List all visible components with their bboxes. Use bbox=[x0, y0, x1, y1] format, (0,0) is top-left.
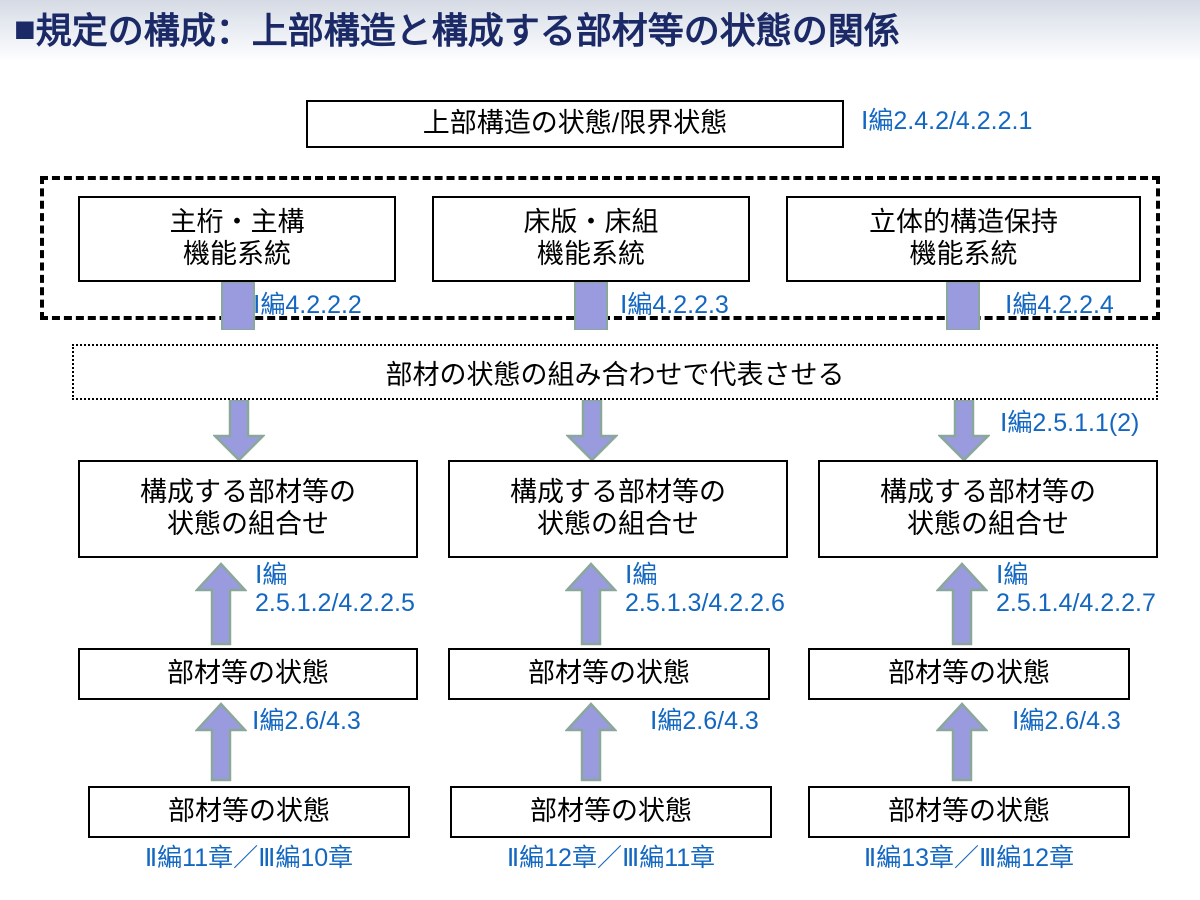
slide-header: ■規定の構成：上部構造と構成する部材等の状態の関係 bbox=[0, 0, 1200, 62]
arrow-up-combination-right bbox=[936, 562, 988, 646]
box-member-state-bottom-left: 部材等の状態 bbox=[88, 786, 410, 838]
box-member-state-mid-middle: 部材等の状態 bbox=[448, 648, 770, 700]
arrow-down-left bbox=[213, 400, 265, 462]
box-superstructure-state: 上部構造の状態/限界状態 bbox=[306, 100, 844, 148]
box-function-system-3d-structure: 立体的構造保持 機能系統 bbox=[786, 196, 1141, 282]
box-member-state-bottom-middle: 部材等の状態 bbox=[450, 786, 772, 838]
reference-system-middle: Ⅰ編4.2.2.3 bbox=[620, 291, 729, 319]
reference-combination-right: Ⅰ編 2.5.1.4/4.2.2.7 bbox=[996, 561, 1156, 617]
arrow-up-member-mid-right bbox=[936, 702, 988, 782]
box-member-state-combination-middle: 構成する部材等の 状態の組合せ bbox=[448, 460, 788, 558]
reference-system-left: Ⅰ編4.2.2.2 bbox=[253, 291, 362, 319]
reference-member-mid-left: Ⅰ編2.6/4.3 bbox=[252, 707, 361, 735]
box-member-state-mid-left: 部材等の状態 bbox=[78, 648, 418, 700]
arrow-up-combination-middle bbox=[565, 562, 617, 646]
reference-top: Ⅰ編2.4.2/4.2.2.1 bbox=[861, 107, 1033, 135]
reference-combination-left: Ⅰ編 2.5.1.2/4.2.2.5 bbox=[255, 561, 415, 617]
page-title-text: 規定の構成：上部構造と構成する部材等の状態の関係 bbox=[35, 10, 900, 52]
arrow-up-member-mid-middle bbox=[565, 702, 617, 782]
reference-system-right: Ⅰ編4.2.2.4 bbox=[1005, 291, 1114, 319]
arrow-up-member-mid-left bbox=[195, 702, 247, 782]
connector-bar-left bbox=[221, 282, 255, 330]
reference-member-bottom-middle: Ⅱ編12章／Ⅲ編11章 bbox=[506, 844, 716, 872]
reference-member-bottom-right: Ⅱ編13章／Ⅲ編12章 bbox=[863, 844, 1075, 872]
arrow-down-right bbox=[938, 400, 990, 462]
reference-combination-middle: Ⅰ編 2.5.1.3/4.2.2.6 bbox=[625, 561, 785, 617]
connector-bar-middle bbox=[574, 282, 608, 330]
reference-representation: Ⅰ編2.5.1.1(2) bbox=[1000, 409, 1140, 437]
box-member-state-mid-right: 部材等の状態 bbox=[808, 648, 1130, 700]
bullet-square-icon: ■ bbox=[14, 8, 36, 49]
box-representation-note: 部材の状態の組み合わせで代表させる bbox=[72, 344, 1158, 400]
reference-member-bottom-left: Ⅱ編11章／Ⅲ編10章 bbox=[144, 844, 354, 872]
page-title: ■規定の構成：上部構造と構成する部材等の状態の関係 bbox=[14, 1, 900, 59]
box-member-state-combination-right: 構成する部材等の 状態の組合せ bbox=[818, 460, 1158, 558]
reference-member-mid-right: Ⅰ編2.6/4.3 bbox=[1012, 707, 1121, 735]
arrow-down-middle bbox=[566, 400, 618, 462]
arrow-up-combination-left bbox=[195, 562, 247, 646]
box-function-system-main-girder: 主桁・主構 機能系統 bbox=[78, 196, 396, 282]
connector-bar-right bbox=[946, 282, 980, 330]
box-member-state-combination-left: 構成する部材等の 状態の組合せ bbox=[78, 460, 418, 558]
box-member-state-bottom-right: 部材等の状態 bbox=[808, 786, 1130, 838]
box-function-system-deck: 床版・床組 機能系統 bbox=[432, 196, 750, 282]
reference-member-mid-middle: Ⅰ編2.6/4.3 bbox=[650, 707, 759, 735]
